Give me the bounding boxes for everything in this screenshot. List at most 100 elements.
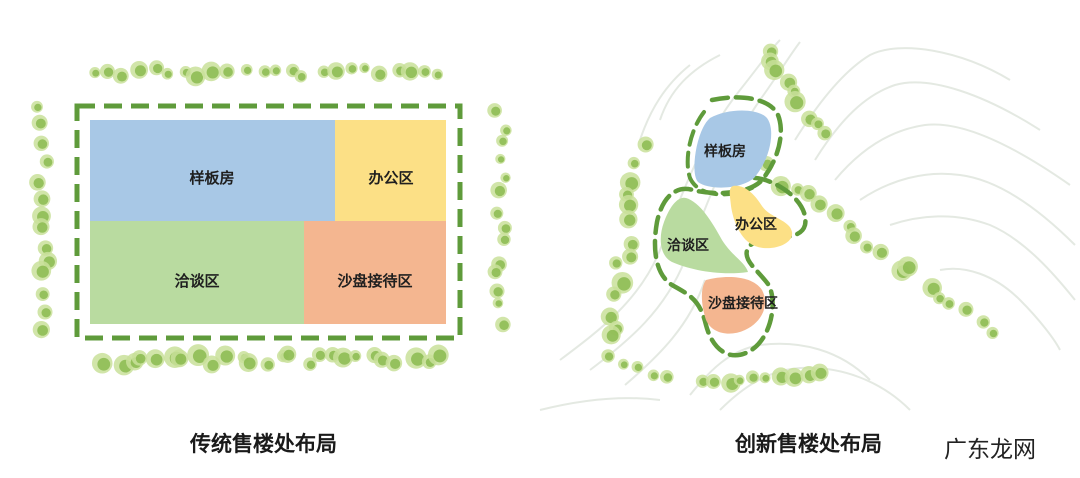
tree-icon — [815, 199, 826, 211]
tree-icon — [41, 308, 51, 318]
innovative-label-model-room: 样板房 — [704, 143, 746, 160]
tree-icon — [902, 261, 916, 274]
traditional-zone-office — [335, 120, 446, 221]
tree-icon — [320, 68, 329, 77]
tree-icon — [135, 353, 146, 364]
innovative-zone-sand-table — [701, 277, 766, 334]
innovative-zone-office — [729, 185, 793, 249]
innovative-zone-model-room — [694, 110, 772, 188]
tree-icon — [863, 243, 872, 252]
tree-canopy-group — [29, 43, 999, 393]
tree-icon — [223, 67, 233, 77]
tree-icon — [626, 252, 637, 263]
tree-icon — [604, 352, 614, 361]
tree-icon — [43, 157, 53, 167]
tree-icon — [190, 71, 204, 84]
tree-icon — [876, 247, 887, 258]
tree-icon — [849, 231, 860, 242]
tree-icon — [815, 367, 827, 379]
tree-icon — [352, 352, 360, 361]
tree-icon — [606, 329, 619, 342]
tree-icon — [627, 239, 638, 250]
tree-icon — [762, 374, 770, 382]
tree-icon — [192, 349, 207, 363]
tree-icon — [297, 73, 306, 81]
tree-icon — [421, 68, 430, 76]
tree-icon — [405, 66, 418, 79]
tree-icon — [331, 66, 343, 78]
tree-icon — [650, 372, 658, 380]
traditional-label-office: 办公区 — [368, 169, 413, 187]
tree-icon — [699, 377, 708, 386]
traditional-label-sand-table: 沙盘接待区 — [337, 272, 412, 290]
tree-icon — [831, 208, 843, 220]
tree-icon — [206, 66, 219, 79]
tree-icon — [411, 352, 425, 366]
tree-icon — [153, 63, 163, 74]
tree-icon — [103, 67, 114, 77]
tree-icon — [348, 65, 357, 73]
tree-icon — [220, 350, 233, 363]
tree-icon — [663, 373, 673, 382]
tree-icon — [33, 178, 44, 189]
tree-icon — [434, 71, 442, 79]
tree-icon — [39, 290, 49, 300]
tree-icon — [264, 360, 274, 370]
tree-icon — [821, 129, 831, 139]
tree-icon — [34, 103, 42, 112]
tree-icon — [814, 120, 823, 129]
tree-icon — [749, 373, 758, 382]
tree-icon — [117, 71, 127, 82]
tree-icon — [134, 65, 146, 77]
traditional-layout: 样板房 办公区 洽谈区 沙盘接待区 — [74, 103, 463, 341]
tree-icon — [605, 311, 617, 324]
tree-icon — [500, 235, 510, 245]
tree-icon — [41, 244, 52, 254]
tree-icon — [207, 359, 219, 371]
tree-icon — [243, 357, 256, 370]
tree-icon — [499, 320, 509, 331]
tree-icon — [390, 358, 401, 370]
tree-icon — [491, 267, 501, 278]
tree-icon — [338, 352, 351, 365]
innovative-label-sand-table: 沙盘接待区 — [708, 295, 778, 312]
tree-icon — [630, 159, 639, 168]
tree-icon — [36, 222, 48, 233]
watermark-text: 广东龙网 — [944, 437, 1036, 463]
tree-icon — [362, 65, 369, 72]
tree-icon — [491, 106, 501, 116]
tree-icon — [936, 294, 944, 303]
tree-icon — [36, 265, 49, 278]
tree-icon — [610, 290, 620, 300]
tree-icon — [776, 371, 788, 383]
tree-icon — [769, 64, 783, 78]
tree-icon — [35, 118, 46, 129]
tree-icon — [175, 353, 187, 365]
tree-icon — [493, 209, 502, 218]
traditional-boundary — [74, 103, 463, 341]
traditional-zone-negotiation — [90, 221, 304, 324]
terrain-contours — [539, 39, 1076, 411]
traditional-label-model-room: 样板房 — [189, 169, 234, 187]
tree-icon — [315, 350, 326, 360]
tree-icon — [503, 175, 510, 182]
tree-icon — [493, 287, 503, 297]
tree-icon — [641, 140, 652, 151]
tree-icon — [789, 372, 802, 385]
tree-icon — [962, 305, 972, 315]
innovative-caption: 创新售楼处布局 — [735, 432, 882, 456]
tree-icon — [501, 224, 511, 233]
tree-icon — [164, 70, 172, 78]
innovative-label-negotiation: 洽谈区 — [667, 237, 709, 254]
tree-icon — [272, 67, 280, 75]
tree-icon — [37, 139, 48, 149]
tree-icon — [709, 377, 720, 387]
tree-icon — [624, 214, 636, 226]
tree-icon — [92, 69, 100, 77]
innovative-label-office: 办公区 — [735, 216, 777, 233]
tree-icon — [37, 325, 48, 336]
tree-icon — [634, 363, 643, 372]
traditional-label-negotiation: 洽谈区 — [174, 272, 219, 290]
tree-icon — [38, 194, 49, 205]
